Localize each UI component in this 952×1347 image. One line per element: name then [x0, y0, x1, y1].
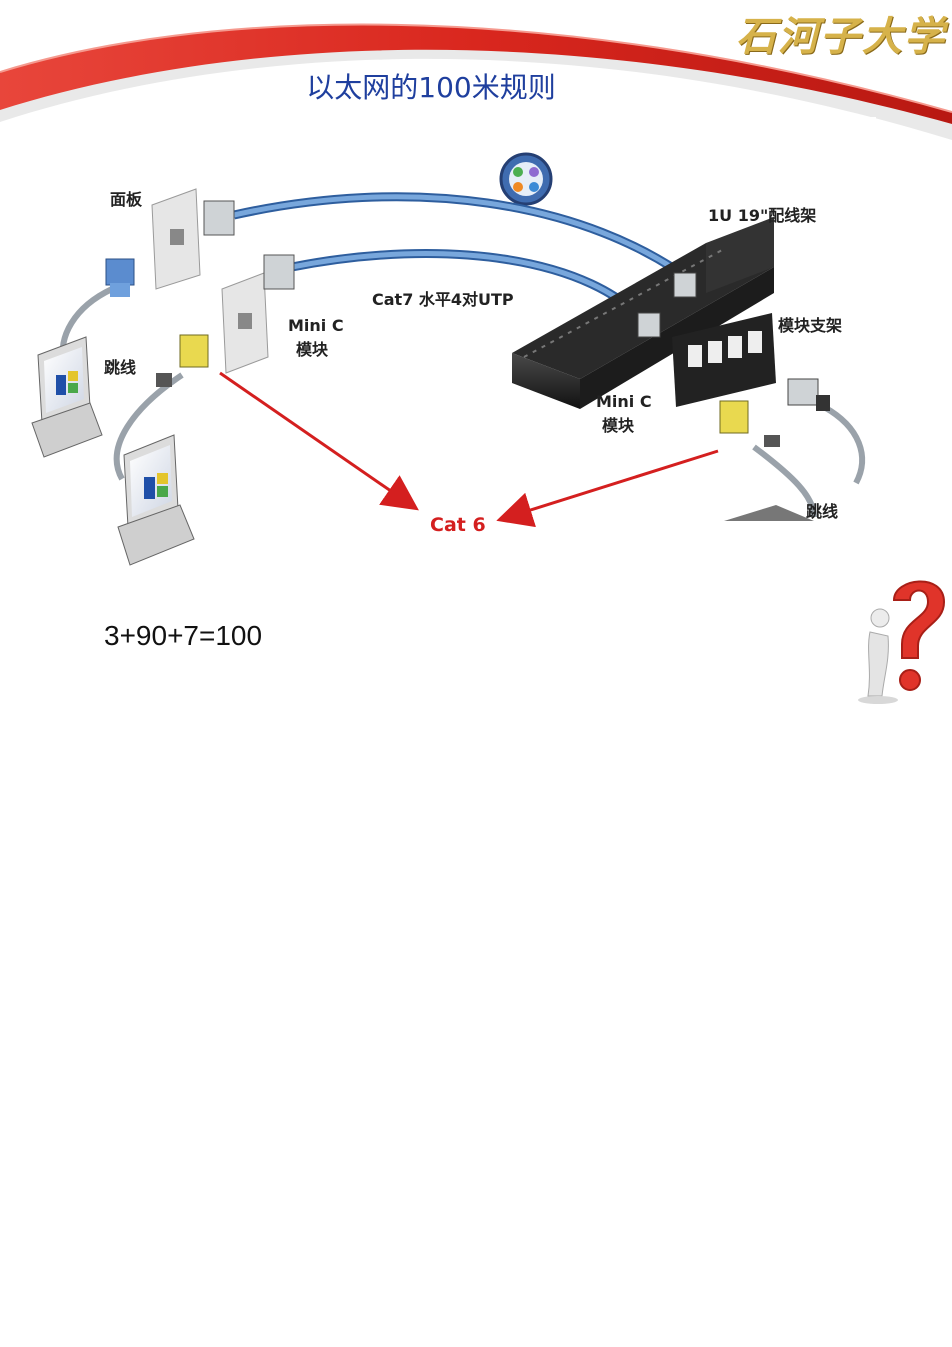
label-patch-panel: 1U 19"配线架 [708, 206, 816, 225]
faceplate-lower [221, 272, 269, 374]
yellow-plug-left [156, 334, 209, 387]
university-logo: 石河子大学 [736, 13, 946, 60]
mini-c-module-upper [203, 200, 235, 236]
label-cable: Cat7 水平4对UTP [372, 290, 514, 309]
rj45-plug-right [787, 378, 830, 411]
computer-icon [31, 336, 103, 458]
label-mini-c-right: Mini C [596, 392, 652, 411]
label-faceplate: 面板 [110, 190, 143, 209]
label-mini-c-left: Mini C [288, 316, 344, 335]
cable-cross-section-icon [499, 152, 553, 206]
patch-cord-right-a [752, 444, 817, 518]
label-patch-cord-left: 跳线 [104, 358, 136, 377]
label-mini-c-right-module: 模块 [602, 416, 635, 435]
faceplate-upper [151, 188, 201, 290]
label-patch-cord-right: 跳线 [806, 502, 838, 521]
arrow-left-to-cat6 [219, 371, 419, 511]
label-module-bracket: 模块支架 [778, 316, 842, 335]
computer-icon [117, 434, 195, 566]
mini-c-module-lower [263, 254, 295, 290]
slide-title: 以太网的100米规则 [306, 71, 556, 104]
label-mini-c-left-module: 模块 [296, 340, 329, 359]
length-formula: 3+90+7=100 [104, 620, 263, 651]
rj45-plug-icon [105, 258, 135, 297]
arrow-right-to-cat6 [496, 449, 719, 528]
question-mark-icon [858, 580, 946, 704]
module-bracket [672, 313, 776, 407]
floor-edge [724, 505, 814, 521]
header-swoosh [0, 23, 952, 140]
patch-cord-right-b [822, 404, 866, 485]
network-cabling-diagram: 面板 跳线 Mini C 模块 Cat7 水平4对UTP 1U 19"配线架 模… [24, 117, 876, 595]
yellow-plug-right [719, 400, 780, 447]
label-cat6: Cat 6 [430, 514, 486, 536]
